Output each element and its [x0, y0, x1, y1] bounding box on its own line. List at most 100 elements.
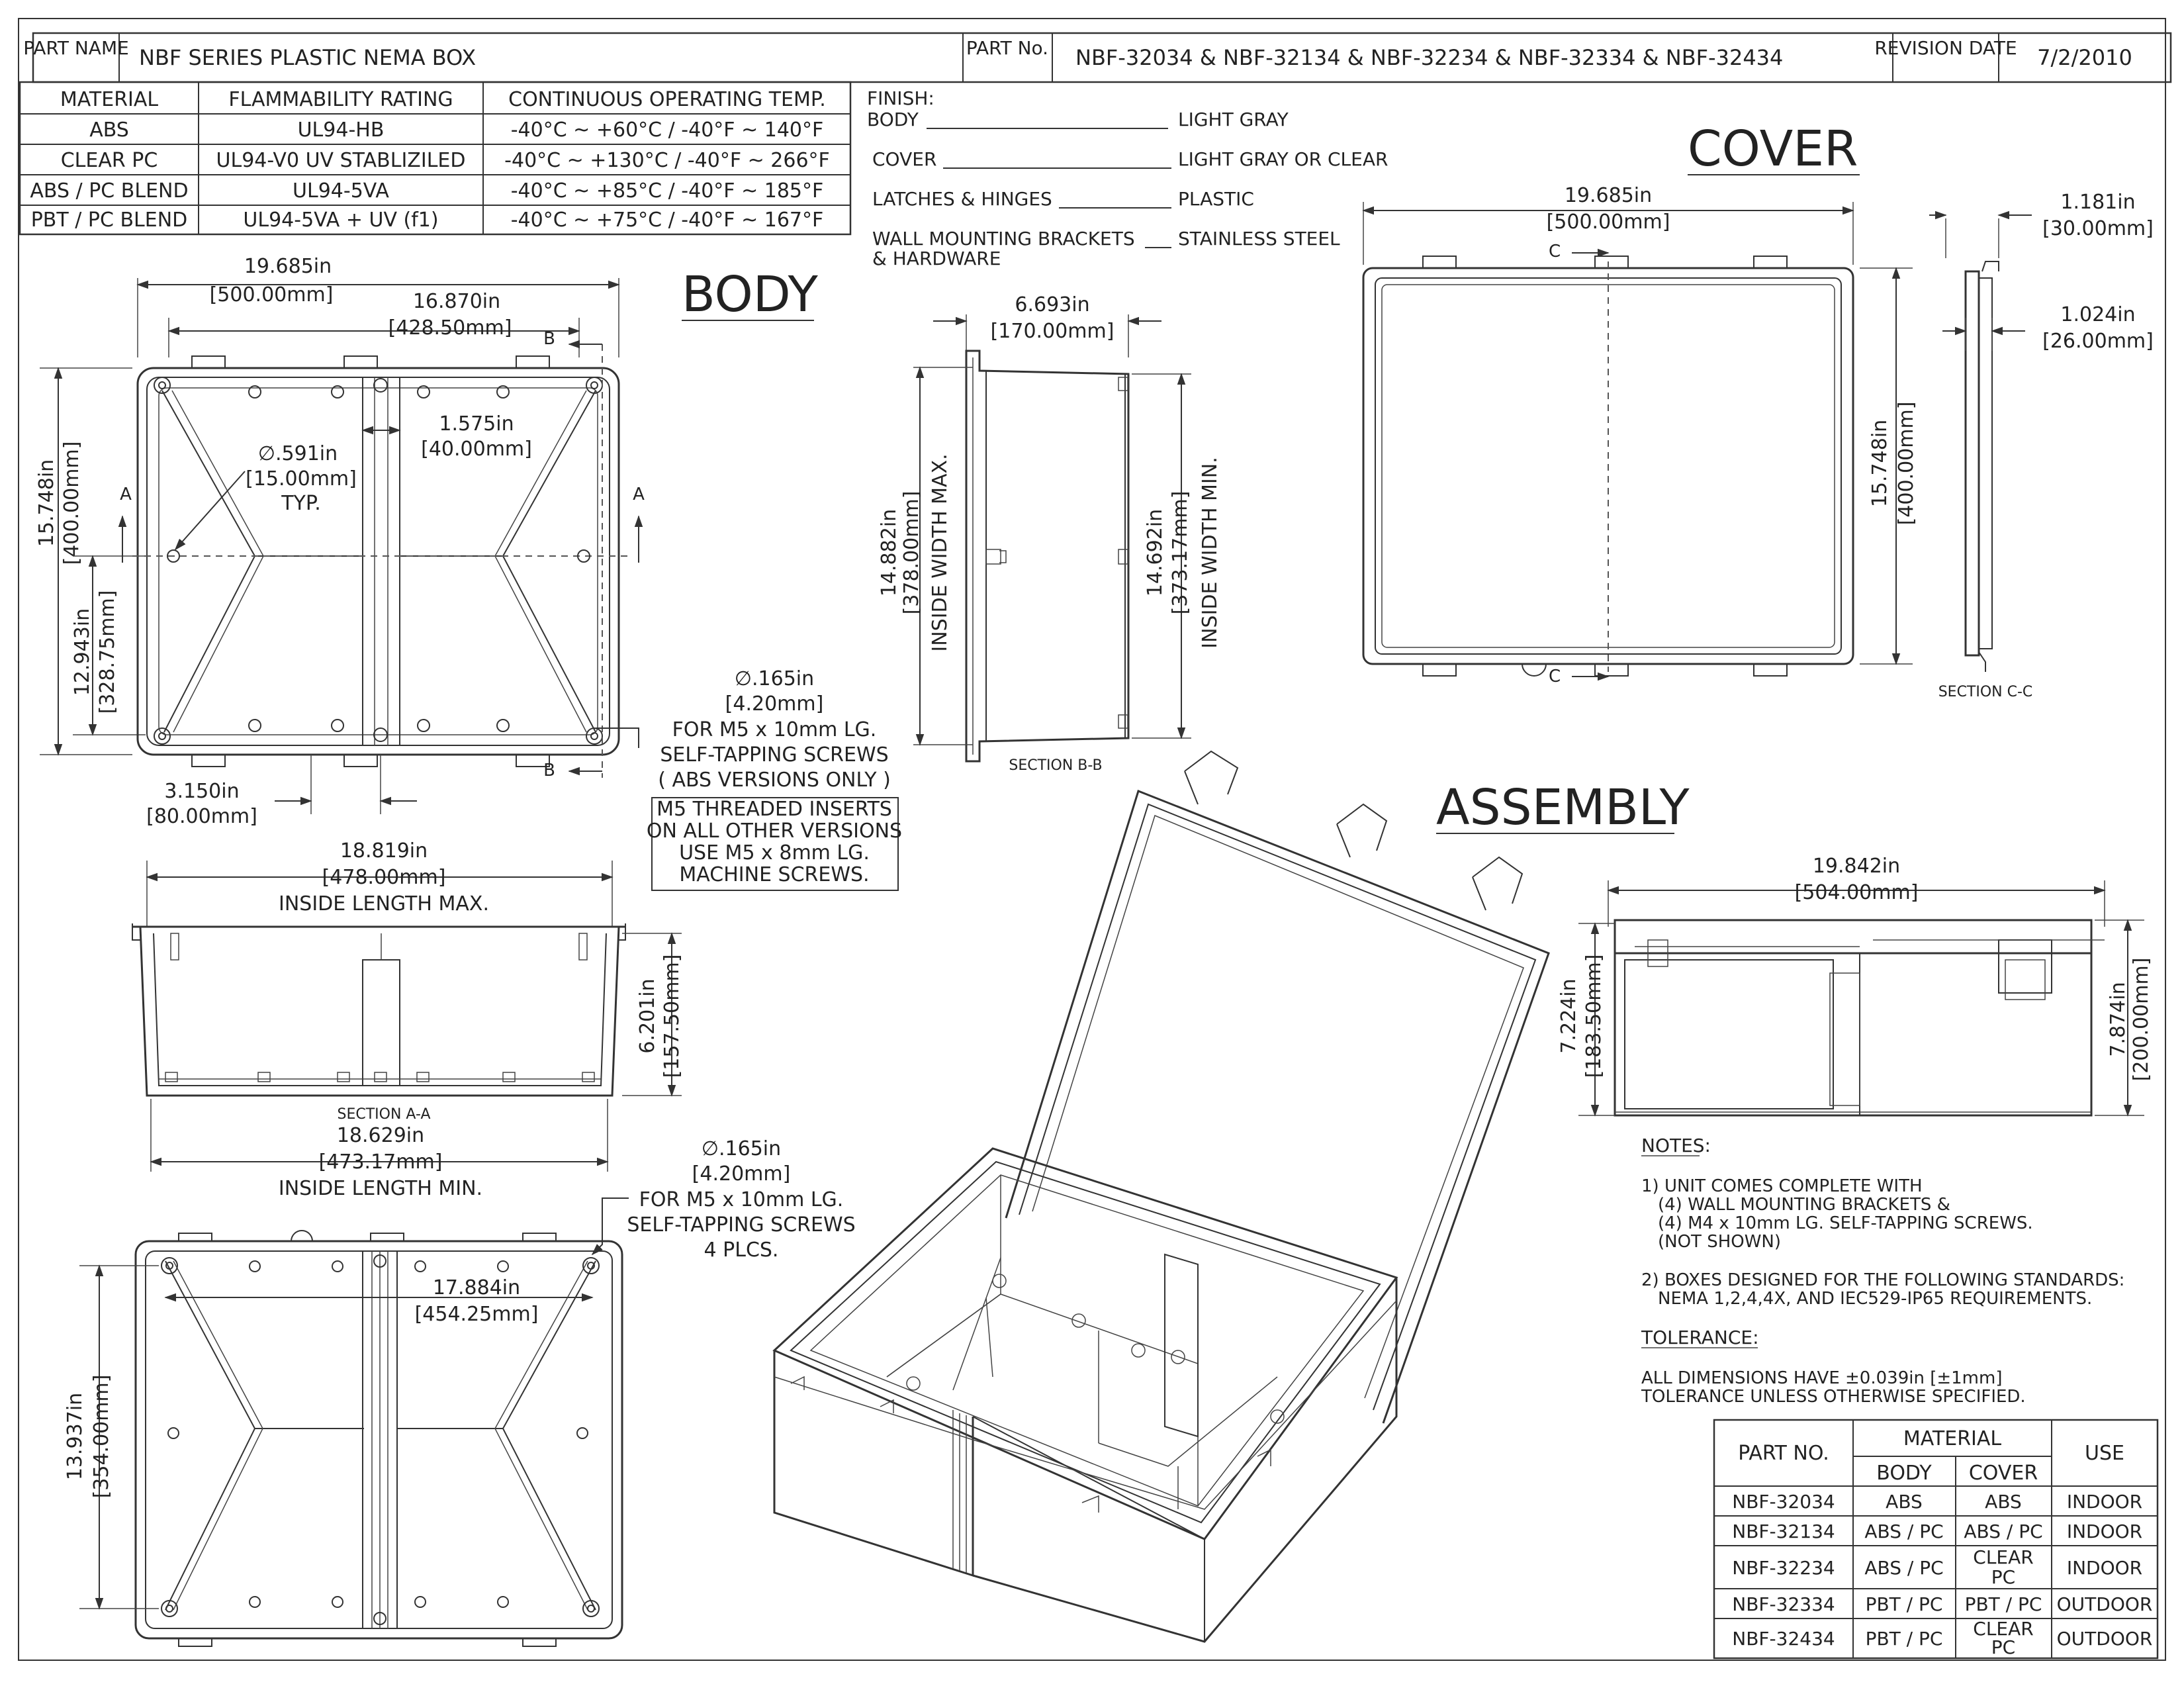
parts-header-material: MATERIAL [1903, 1427, 2002, 1450]
finish-list: FINISH: BODY LIGHT GRAY COVER LIGHT GRAY… [867, 87, 1388, 269]
body-inner-width-mm: [428.50mm] [388, 316, 512, 340]
sheet-border [18, 18, 2166, 1661]
note-2-line: 2) BOXES DESIGNED FOR THE FOLLOWING STAN… [1641, 1270, 2124, 1290]
material-cell: UL94-V0 UV STABLIZILED [216, 149, 466, 172]
finish-value-brackets: STAINLESS STEEL [1178, 228, 1340, 250]
material-cell: -40°C ~ +60°C / -40°F ~ 140°F [511, 118, 824, 142]
asm-body-h-in: 7.224in [1557, 978, 1580, 1053]
aa-inside-max-label: INSIDE LENGTH MAX. [279, 892, 489, 915]
material-cell: CLEAR PC [61, 149, 158, 172]
body-height-mm: [400.00mm] [60, 442, 83, 565]
parts-cell: PC [1991, 1636, 2015, 1658]
bottom-height-in: 13.937in [64, 1393, 87, 1480]
section-aa-label: SECTION A-A [338, 1106, 431, 1123]
parts-cell: OUTDOOR [2057, 1628, 2153, 1650]
parts-cell: PBT / PC [1965, 1593, 2042, 1615]
parts-cell: INDOOR [2067, 1557, 2142, 1579]
parts-header-part: PART NO. [1738, 1442, 1829, 1465]
parts-header-use: USE [2085, 1442, 2124, 1465]
cc-thick1-in: 1.181in [2060, 191, 2135, 214]
hole2-line: SELF-TAPPING SCREWS [627, 1213, 855, 1237]
hole-note-1: ∅.165in [4.20mm] FOR M5 x 10mm LG. SELF-… [596, 667, 902, 891]
cover-height-in: 15.748in [1868, 420, 1891, 507]
parts-cell: NBF-32234 [1732, 1557, 1835, 1579]
revision-label: REVISION DATE [1874, 37, 2017, 59]
cover-view: 19.685in [500.00mm] C C 15.748in [400.00… [1362, 184, 1918, 686]
hole1-line: FOR M5 x 10mm LG. [672, 718, 877, 741]
bb-inside-max-in: 14.882in [878, 509, 901, 596]
note-1-line: (NOT SHOWN) [1658, 1232, 1781, 1252]
bb-inside-min-label: INSIDE WIDTH MIN. [1199, 457, 1222, 649]
hole1-box-line: M5 THREADED INSERTS [657, 798, 892, 821]
bb-inside-min-in: 14.692in [1144, 509, 1167, 596]
section-cc-view: 1.181in [30.00mm] 1.024in [26.00mm] SECT… [1929, 191, 2154, 700]
cc-thick2-in: 1.024in [2060, 303, 2135, 326]
aa-inside-min-in: 18.629in [337, 1124, 424, 1147]
section-c-top: C [1549, 242, 1561, 261]
tolerance-line: ALL DIMENSIONS HAVE ±0.039in [±1mm] [1641, 1368, 2002, 1388]
material-table: MATERIAL FLAMMABILITY RATING CONTINUOUS … [19, 81, 852, 236]
aa-inside-max-in: 18.819in [340, 839, 428, 863]
hole1-box-line: USE M5 x 8mm LG. [679, 841, 870, 865]
section-a-right: A [633, 485, 645, 504]
finish-value-latches: PLASTIC [1178, 188, 1254, 210]
section-b-top: B [543, 329, 555, 349]
parts-table: PART NO. MATERIAL BODY COVER USE NBF-320… [1713, 1419, 2159, 1660]
parts-cell: INDOOR [2067, 1491, 2142, 1513]
material-cell: ABS / PC BLEND [30, 179, 188, 203]
parts-cell: ABS / PC [1964, 1521, 2042, 1542]
finish-part-latches: LATCHES & HINGES [872, 188, 1052, 210]
bb-inside-min-mm: [373.17mm] [1169, 491, 1192, 615]
parts-cell: PC [1991, 1566, 2015, 1588]
note-1-line: (4) WALL MOUNTING BRACKETS & [1658, 1195, 1950, 1215]
hole1-mm: [4.20mm] [725, 692, 824, 716]
note-1-line: (4) M4 x 10mm LG. SELF-TAPPING SCREWS. [1658, 1213, 2033, 1233]
material-header-material: MATERIAL [60, 88, 159, 111]
cover-width-mm: [500.00mm] [1547, 211, 1670, 234]
parts-cell: OUTDOOR [2057, 1593, 2153, 1615]
material-cell: -40°C ~ +75°C / -40°F ~ 167°F [511, 209, 824, 232]
body-height-in: 15.748in [35, 459, 58, 547]
body-inner-height-mm: [328.75mm] [96, 590, 119, 714]
cover-width-in: 19.685in [1565, 184, 1652, 207]
hole2-line: FOR M5 x 10mm LG. [639, 1188, 844, 1211]
parts-header-cover: COVER [1969, 1462, 2038, 1485]
hole1-box-line: MACHINE SCREWS. [679, 863, 869, 886]
asm-total-h-mm: [200.00mm] [2130, 958, 2153, 1082]
hole1-line: SELF-TAPPING SCREWS [660, 743, 888, 767]
body-bottom-view: 17.884in [454.25mm] 13.937in [354.00mm] [64, 1230, 623, 1647]
parts-cell: ABS / PC [1864, 1521, 1943, 1542]
section-a-left: A [120, 485, 132, 504]
part-no-label: PART No. [966, 37, 1048, 59]
parts-cell: INDOOR [2067, 1521, 2142, 1542]
hole-note-2: ∅.165in [4.20mm] FOR M5 x 10mm LG. SELF-… [591, 1137, 856, 1262]
tolerance-line: TOLERANCE UNLESS OTHERWISE SPECIFIED. [1641, 1387, 2026, 1407]
parts-cell: ABS / PC [1864, 1557, 1943, 1579]
parts-cell: ABS [1886, 1491, 1923, 1513]
body-width-mm: [500.00mm] [210, 283, 334, 306]
notes: NOTES: 1) UNIT COMES COMPLETE WITH (4) W… [1641, 1135, 2124, 1407]
hole2-line: 4 PLCS. [704, 1239, 779, 1262]
parts-cell: PBT / PC [1866, 1593, 1943, 1615]
offset-in: 3.150in [164, 780, 239, 803]
hole1-dia: ∅.165in [735, 667, 814, 690]
asm-width-in: 19.842in [1813, 855, 1900, 878]
finish-part-body: BODY [867, 109, 919, 130]
part-no: NBF-32034 & NBF-32134 & NBF-32234 & NBF-… [1075, 45, 1783, 70]
material-cell: UL94-5VA [293, 179, 389, 203]
notes-title: NOTES: [1641, 1135, 1711, 1156]
boss-dia-in: ∅.591in [258, 442, 338, 465]
parts-cell: NBF-32334 [1732, 1593, 1835, 1615]
asm-body-h-mm: [183.50mm] [1582, 955, 1606, 1078]
parts-cell: PBT / PC [1866, 1628, 1943, 1650]
body-top-view: 19.685in [500.00mm] 16.870in [428.50mm] … [35, 255, 645, 828]
body-view-title: BODY [682, 266, 819, 323]
hole2-dia: ∅.165in [702, 1137, 781, 1160]
hole1-line: ( ABS VERSIONS ONLY ) [658, 769, 891, 792]
bb-inside-max-mm: [378.00mm] [900, 491, 923, 615]
section-aa-view: 18.819in [478.00mm] INSIDE LENGTH MAX. 6… [132, 839, 684, 1200]
cover-view-title: COVER [1688, 120, 1858, 177]
cover-height-mm: [400.00mm] [1895, 402, 1918, 526]
aa-depth-in: 6.201in [636, 978, 659, 1053]
